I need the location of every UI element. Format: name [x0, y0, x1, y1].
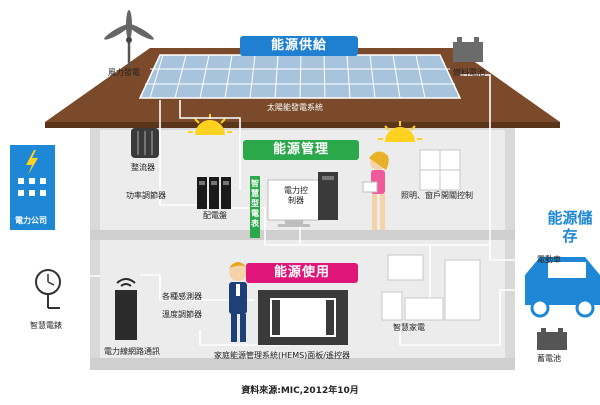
wiring — [60, 74, 525, 346]
power-controller-icon — [267, 172, 338, 227]
clock-meter-icon — [35, 269, 61, 309]
label-fuel-cell: 燃料電池 — [453, 68, 485, 77]
person-woman-icon — [362, 151, 389, 230]
label-power-controller: 電力控制器 — [282, 186, 310, 206]
label-hems-panel: 家庭能源管理系統(HEMS)面板/遙控器 — [214, 351, 350, 360]
label-power-conditioner: 功率調節器 — [126, 191, 166, 200]
power-company-building — [10, 145, 55, 230]
label-power-controller-text: 電力控制器 — [284, 186, 308, 205]
label-smart-appliance: 智慧家電 — [393, 323, 425, 332]
label-plc: 電力線網路通訊 — [104, 347, 160, 356]
distribution-board-icon — [197, 177, 231, 209]
floor-divider — [90, 230, 515, 240]
fuel-cell-icon — [453, 37, 483, 62]
section-storage: 能源儲存 — [547, 209, 593, 245]
window-icon — [419, 149, 461, 191]
sun-icon — [188, 114, 232, 135]
solar-panel-icon — [138, 54, 462, 99]
wind-turbine-icon — [104, 10, 154, 66]
router-icon — [115, 278, 137, 340]
label-distribution-board: 配電盤 — [203, 211, 227, 220]
label-battery: 蓄電池 — [537, 354, 561, 363]
label-sensors: 各種感測器 — [162, 292, 202, 301]
section-supply: 能源供給 — [240, 36, 358, 56]
section-management: 能源管理 — [243, 140, 359, 160]
lightning-icon — [26, 150, 38, 175]
smart-meter-vertical-label: 智慧型電表 — [250, 176, 260, 238]
label-lighting-control: 照明、窗戶開關控制 — [401, 191, 473, 200]
label-ev: 電動車 — [537, 255, 561, 264]
battery-icon — [537, 328, 567, 350]
label-solar-system: 太陽能發電系統 — [267, 103, 323, 112]
label-rectifier: 整流器 — [131, 163, 155, 172]
label-wind-power: 風力發電 — [108, 68, 140, 77]
label-smart-meter: 智慧電錶 — [30, 321, 62, 330]
label-power-company: 電力公司 — [15, 216, 47, 225]
source-caption: 資料來源:MIC,2012年10月 — [241, 386, 359, 396]
label-thermostat: 溫度調節器 — [162, 310, 202, 319]
car-icon — [525, 257, 600, 318]
hems-panel-icon — [258, 290, 348, 345]
sun-icon-2 — [378, 121, 422, 142]
section-usage: 能源使用 — [246, 263, 358, 283]
rectifier-icon — [131, 128, 159, 158]
person-man-icon — [229, 262, 247, 342]
appliance-icon — [381, 254, 481, 321]
